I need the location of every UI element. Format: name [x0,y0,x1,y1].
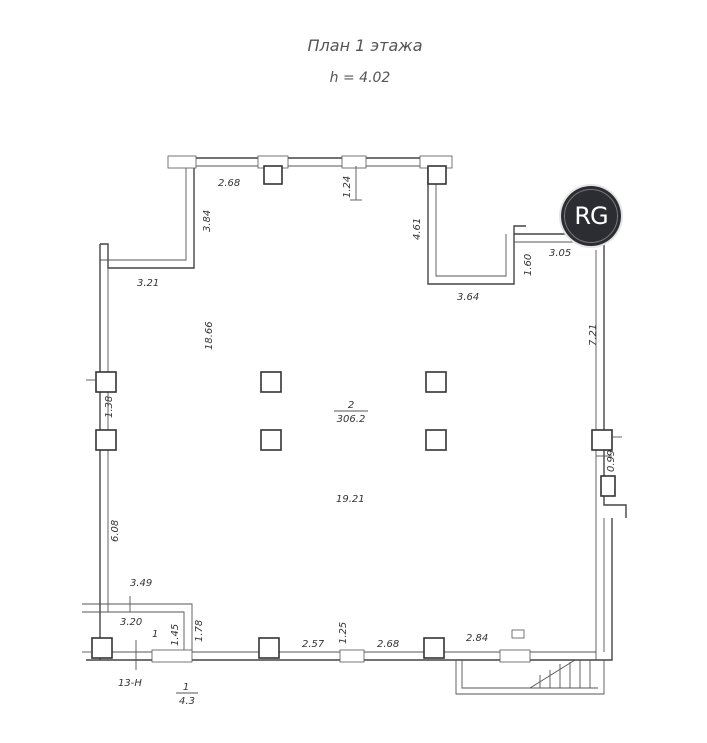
dim-right-small-v: 1.60 [523,254,534,276]
dim-bottom-a: 2.57 [302,639,325,650]
dim-right-notch-v: 4.61 [412,218,423,240]
wall-ticks [82,166,622,653]
entrance-stairs [455,659,605,695]
dim-left-lower: 6.08 [110,520,121,542]
dim-right-side: 7.21 [588,324,599,346]
dim-corner-a: 1.45 [170,624,181,646]
dimension-labels: 2.68 1.24 3.84 3.21 4.61 3.64 1.60 3.05 … [104,176,617,650]
room-area: 306.2 [337,414,366,425]
windows [151,155,531,663]
room-small-number: 1 [152,629,158,640]
dim-top-mid: 1.24 [342,176,353,198]
dim-width: 19.21 [336,494,365,505]
rg-logo: RG [561,186,621,246]
dim-corner-v: 3.20 [120,617,142,628]
room-number: 2 [348,400,354,411]
room-labels: 2 306.2 1 [152,400,368,640]
dim-right-vent: 0.99 [606,450,617,472]
height-label: h = 4.02 [330,70,391,86]
plan-title: План 1 этажа [308,36,423,55]
dim-bottom-b: 1.25 [338,622,349,644]
dim-corner-b: 1.78 [194,620,205,642]
dim-left-notch-h: 3.21 [137,278,159,289]
section-marker: 13-Н 1 4.3 [118,678,198,707]
dim-right-notch-h: 3.64 [457,292,479,303]
logo-ring [564,189,618,243]
dim-bottom-d: 2.84 [466,633,488,644]
dim-corner-h: 3.49 [130,578,152,589]
dim-bottom-c: 2.68 [377,639,399,650]
dim-left-notch-v: 3.84 [202,210,213,232]
sub-label-bottom: 4.3 [179,696,195,707]
dim-left-upper: 1.38 [104,396,115,418]
dim-right-small-h: 3.05 [549,248,571,259]
columns [91,165,616,659]
section-mark-label: 13-Н [118,678,142,689]
dim-top-left: 2.68 [218,178,240,189]
sub-label-top: 1 [183,682,189,693]
dim-inner-height: 18.66 [204,321,215,350]
